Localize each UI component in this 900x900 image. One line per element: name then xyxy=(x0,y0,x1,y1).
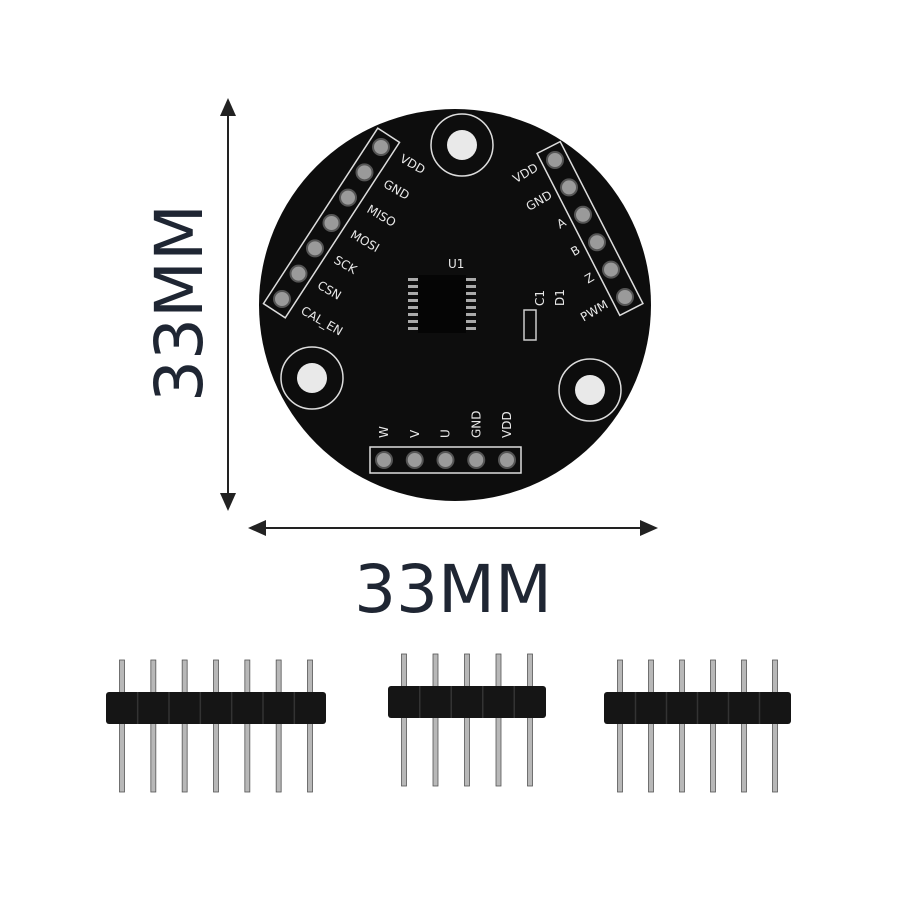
header-pin xyxy=(617,659,623,793)
chip-pin xyxy=(466,306,476,309)
header-pin xyxy=(648,659,654,793)
chip-pin xyxy=(466,278,476,281)
header-pin xyxy=(741,659,747,793)
encoder-pcb: U1 C1 D1 VDDGNDMISOMOSISCKCSNCAL_ENVDDGN… xyxy=(259,109,651,501)
header-pin xyxy=(150,659,157,793)
header-pin xyxy=(401,653,407,787)
chip-pin xyxy=(408,285,418,288)
chip-pin xyxy=(466,327,476,330)
height-dimension: 33MM xyxy=(141,98,236,511)
cap-label: C1 xyxy=(533,290,547,306)
bottom-header-pad xyxy=(467,451,486,469)
header-body xyxy=(106,692,326,724)
chip-pin xyxy=(466,313,476,316)
header-pin xyxy=(119,659,125,793)
bottom-header-pin-label: U xyxy=(439,429,453,438)
mounting-hole xyxy=(447,130,477,160)
chip-label: U1 xyxy=(448,257,464,271)
header-pin xyxy=(772,659,778,793)
height-label: 33MM xyxy=(141,204,218,402)
header-pin xyxy=(307,659,313,793)
header-pin xyxy=(527,653,533,787)
header-pin xyxy=(244,659,251,793)
left-header-pad xyxy=(322,214,341,232)
right-header-pad xyxy=(560,178,578,197)
header-pin xyxy=(464,653,470,787)
chip-pin xyxy=(466,285,476,288)
pin-header-6-pin xyxy=(604,659,791,793)
bottom-header-pin-label: VDD xyxy=(500,411,514,438)
bottom-header-pin-label: GND xyxy=(469,410,483,438)
width-dimension: 33MM xyxy=(248,520,658,628)
chip-pin xyxy=(466,299,476,302)
chip-pin xyxy=(466,320,476,323)
pin-headers xyxy=(106,653,791,793)
bottom-header-outline xyxy=(369,446,522,474)
left-header-pad xyxy=(289,264,308,283)
bottom-header-pad xyxy=(375,451,393,469)
left-header-pad xyxy=(372,138,390,156)
bottom-header-pad xyxy=(405,451,424,469)
left-header-pad xyxy=(339,188,357,207)
right-header-pad xyxy=(602,260,620,279)
right-header-pad xyxy=(546,151,564,169)
chip-pin xyxy=(408,292,418,295)
mounting-hole xyxy=(297,363,327,393)
pin-header-7-pin xyxy=(106,659,326,793)
header-pin xyxy=(275,659,282,793)
bottom-header-pin-label: W xyxy=(377,426,391,438)
chip-pin xyxy=(408,306,418,309)
left-header-pad xyxy=(273,290,291,308)
chip-pin xyxy=(408,327,418,330)
chip-pin xyxy=(408,320,418,323)
header-body xyxy=(388,686,546,718)
chip-pin xyxy=(408,313,418,316)
header-pin xyxy=(495,653,502,787)
header-pin xyxy=(432,653,439,787)
right-header-pad xyxy=(588,233,606,252)
chip-u1 xyxy=(418,275,466,333)
left-header-pad xyxy=(355,163,374,182)
right-header-outline xyxy=(536,140,644,317)
chip-pin xyxy=(408,278,418,281)
chip-pin xyxy=(466,292,476,295)
pin-header-5-pin xyxy=(388,653,546,787)
chip-pin xyxy=(408,299,418,302)
diode-label: D1 xyxy=(553,289,567,306)
width-label: 33MM xyxy=(354,551,552,628)
right-header-pad xyxy=(574,205,592,224)
bottom-header-pin-label: V xyxy=(408,429,422,438)
left-header-outline xyxy=(262,127,401,319)
right-header-pad xyxy=(616,288,634,306)
left-header-pad xyxy=(306,239,324,258)
capacitor-c1 xyxy=(523,309,537,341)
header-pin xyxy=(710,659,716,793)
header-pin xyxy=(181,659,188,793)
header-pin xyxy=(679,659,685,793)
bottom-header-pad xyxy=(436,451,455,469)
mounting-hole xyxy=(575,375,605,405)
header-pin xyxy=(213,659,219,793)
bottom-header-pad xyxy=(498,451,516,469)
